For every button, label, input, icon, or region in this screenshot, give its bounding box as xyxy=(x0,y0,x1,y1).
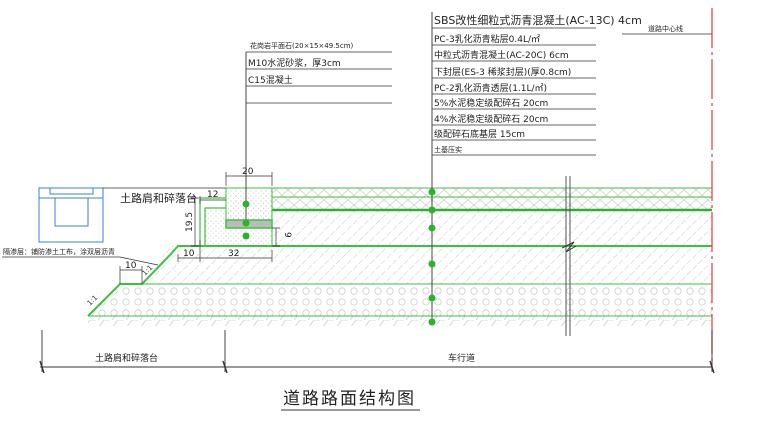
layer-label-8: 级配碎石底基层 15cm xyxy=(434,128,525,140)
curb-label-3: C15混凝土 xyxy=(248,74,293,86)
seepage-label: 隔渗层：铺防渗土工布，涂双层沥青 xyxy=(3,247,115,256)
dim-ledge: 10 xyxy=(183,249,195,259)
centerline-label: 道路中心线 xyxy=(648,24,683,33)
layer-label-6: 5%水泥稳定级配碎石 20cm xyxy=(434,97,548,109)
bottom-label-shoulder: 土路肩和碎落台 xyxy=(95,352,158,364)
layer-label-2: PC-3乳化沥青粘层0.4L/㎡ xyxy=(434,33,540,45)
layer-label-4: 下封层(ES-3 稀浆封层)(厚0.8cm) xyxy=(434,66,571,78)
dim-height: 19.5 xyxy=(185,212,195,232)
curb-callouts: 花岗岩平面石(20×15×49.5cm) M10水泥砂浆，厚3cm C15混凝土 xyxy=(242,41,392,240)
shoulder-label: 土路肩和碎落台 xyxy=(120,191,197,205)
dim-curb-width: 20 xyxy=(242,167,254,177)
curb-label-1: 花岗岩平面石(20×15×49.5cm) xyxy=(250,41,354,50)
dim-base: 32 xyxy=(228,249,239,259)
layer-label-9: 土基压实 xyxy=(434,145,462,154)
layer-label-5: PC-2乳化沥青透层(1.1L/㎡) xyxy=(434,82,547,94)
curb-label-2: M10水泥砂浆，厚3cm xyxy=(248,57,341,69)
dim-small-h: 9 xyxy=(282,232,292,238)
pavement-layers xyxy=(87,176,712,336)
layer-callouts: SBS改性细粒式沥青混凝土(AC-13C) 4cm PC-3乳化沥青粘层0.4L… xyxy=(428,12,642,326)
dim-bench: 10 xyxy=(125,261,137,271)
layer-label-1: SBS改性细粒式沥青混凝土(AC-13C) 4cm xyxy=(434,13,642,27)
layer-label-7: 4%水泥稳定级配碎石 20cm xyxy=(434,113,548,125)
dimensions xyxy=(119,172,280,284)
dim-step: 12 xyxy=(207,190,218,200)
bottom-label-carriageway: 车行道 xyxy=(448,352,475,364)
diagram-title: 道路路面结构图 xyxy=(283,389,416,409)
drain-structure xyxy=(38,187,104,243)
bottom-dimension xyxy=(39,330,715,374)
layer-label-3: 中粒式沥青混凝土(AC-20C) 6cm xyxy=(434,49,569,61)
